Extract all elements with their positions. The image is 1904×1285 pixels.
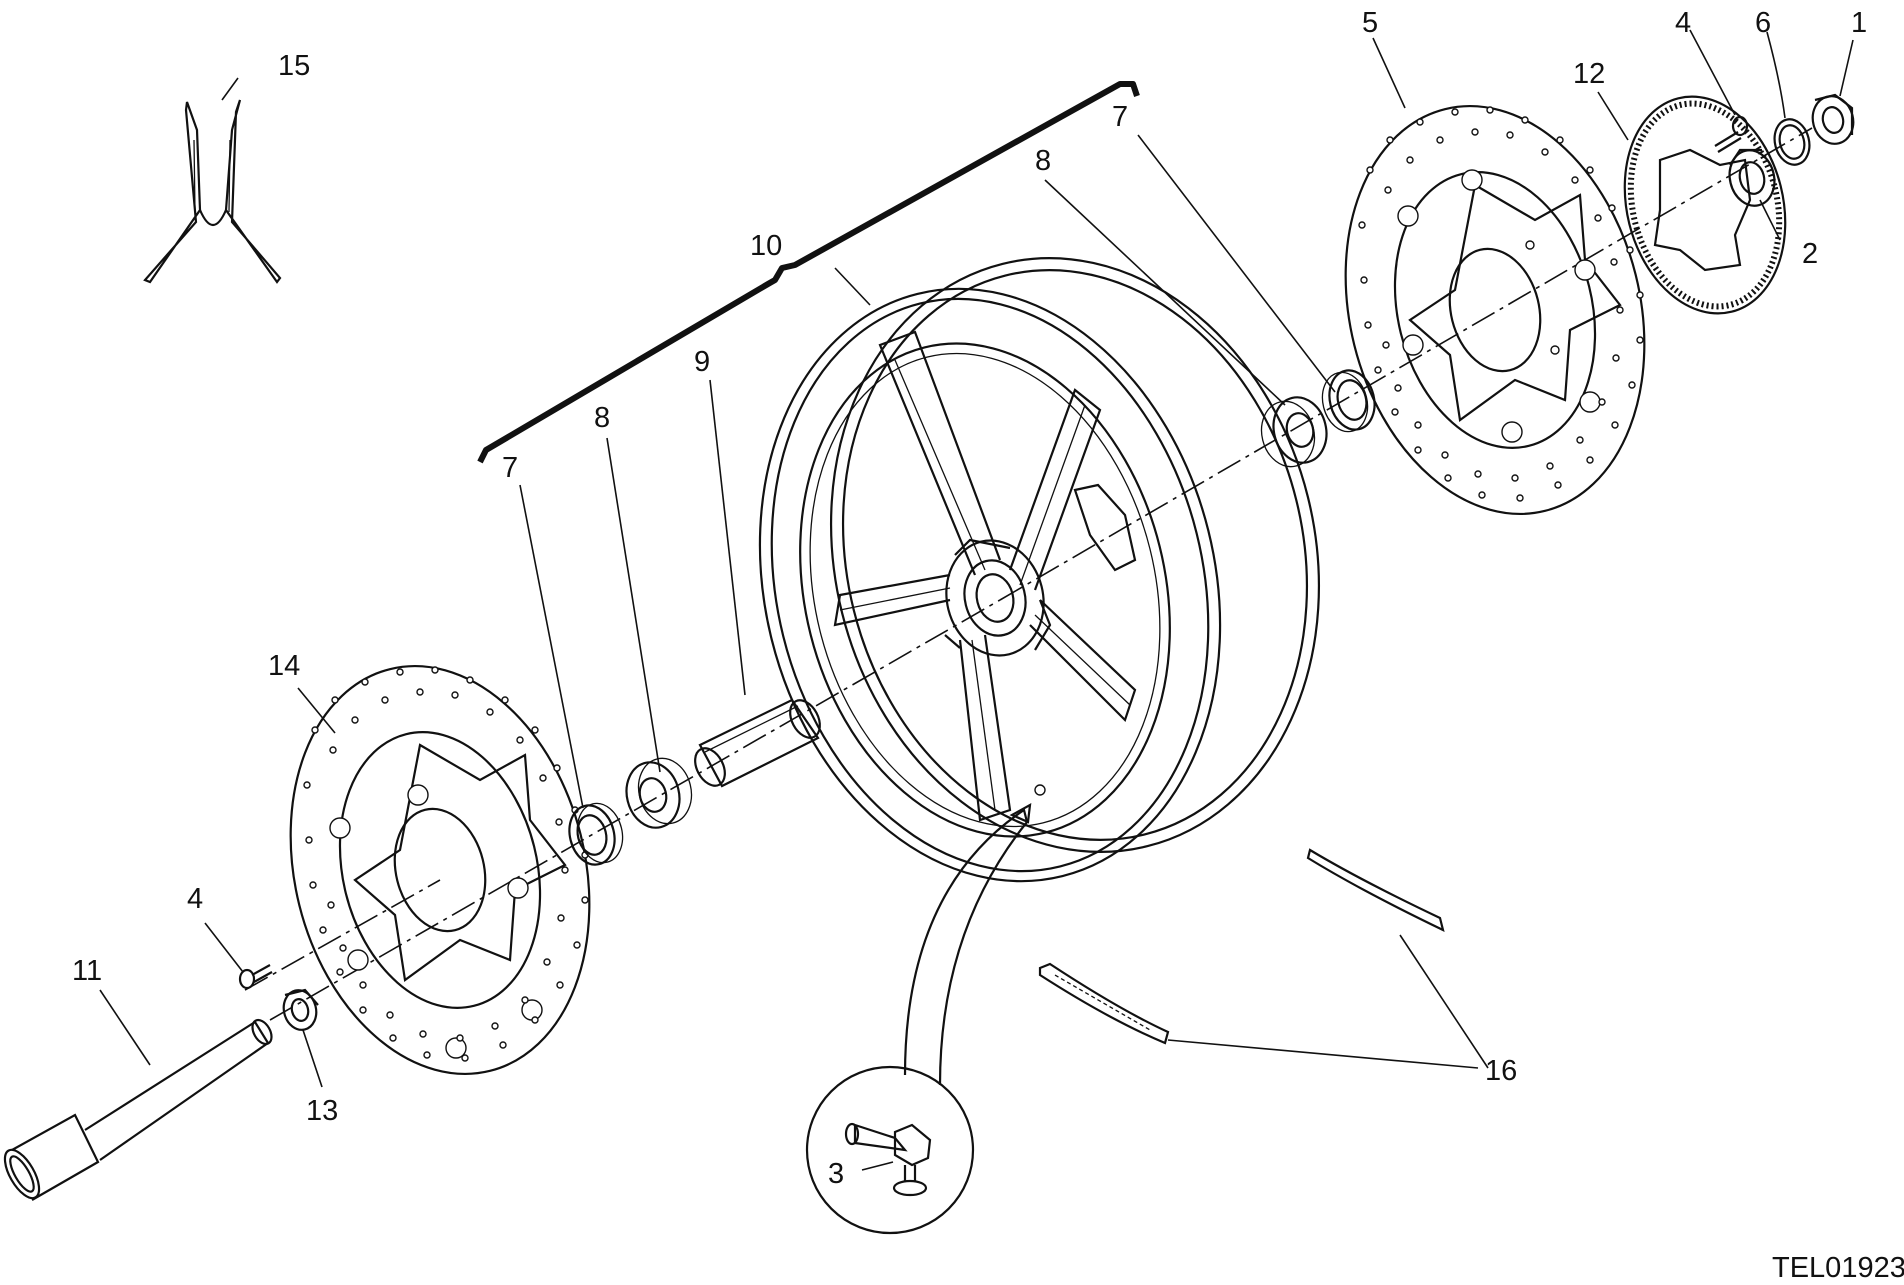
seal-right [1321,369,1376,433]
callout-12: 12 [1573,58,1605,90]
disc-drill-holes-right [1358,106,1644,502]
callout-15: 15 [278,50,310,82]
callout-14: 14 [268,650,300,682]
screw-right [1714,115,1749,153]
brake-disc-right [1344,105,1646,515]
nut-left [282,988,319,1031]
callout-9: 9 [694,346,710,378]
o-ring [1773,118,1811,166]
abs-tone-wheel [1623,95,1787,315]
drawing-code: TEL01923 [1772,1252,1904,1284]
disc-drill-holes-left [303,666,589,1062]
callout-7-left: 7 [502,452,518,484]
callout-16: 16 [1485,1055,1517,1087]
wheel-assembly-bracket [477,81,1140,464]
callout-labels: 1 2 3 4 4 5 6 7 7 8 8 9 10 11 12 13 14 1… [72,7,1867,1190]
brake-disc-left [289,665,591,1075]
axle-nut [1811,93,1855,145]
bearing-right [1260,396,1328,468]
callout-7-right: 7 [1112,101,1128,133]
part-15-trim [143,99,282,284]
callout-1: 1 [1851,7,1867,39]
callout-11: 11 [72,955,102,987]
seal-left [568,802,624,866]
screw-left [238,964,273,990]
callout-4-left: 4 [187,883,203,915]
callout-13: 13 [306,1095,338,1127]
rim-stickers [1038,848,1445,1045]
valve-detail [805,802,1032,1235]
assembly-axis [244,127,1813,1021]
wheel-axle [3,1018,273,1201]
bearing-left [625,757,693,829]
wheel-rim [758,257,1321,883]
callout-8-left: 8 [594,402,610,434]
callout-8-right: 8 [1035,145,1051,177]
callout-10: 10 [750,230,782,262]
callout-5: 5 [1362,7,1378,39]
callout-3: 3 [828,1158,844,1190]
spacer-right [1728,148,1776,207]
callout-2: 2 [1802,238,1818,270]
leader-lines [99,29,1854,1171]
callout-6: 6 [1755,7,1771,39]
spacer-tube [694,698,821,788]
callout-4-right: 4 [1675,7,1691,39]
